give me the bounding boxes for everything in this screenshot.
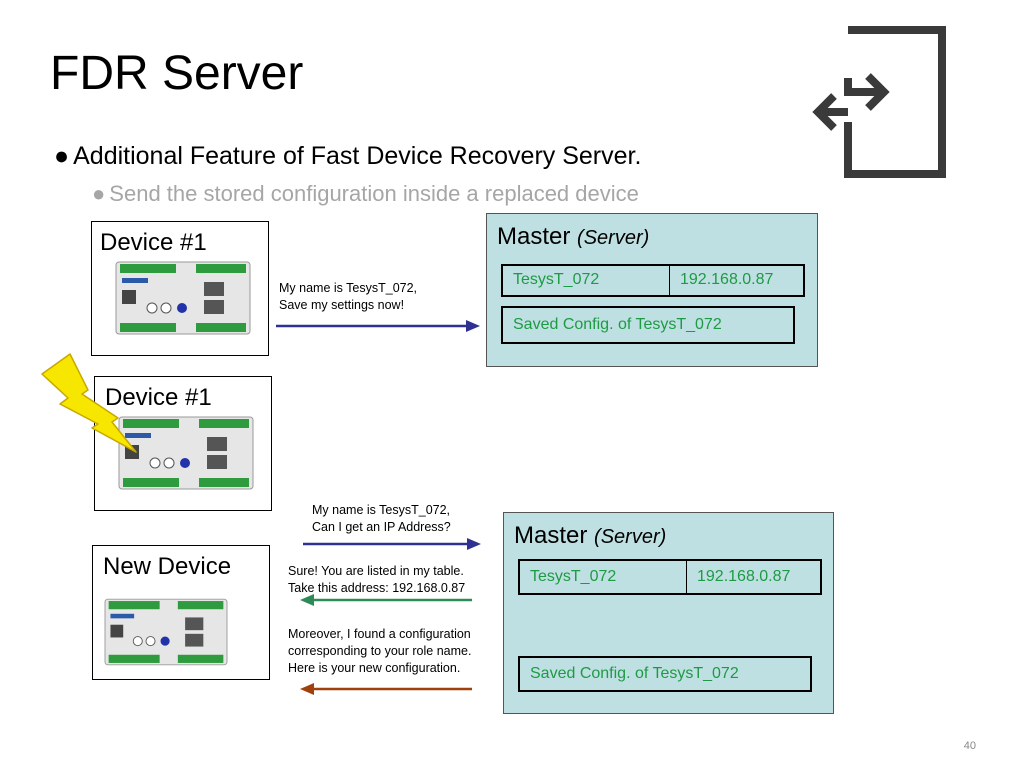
bullet-sub-text: Send the stored configuration inside a r… xyxy=(109,181,639,206)
message-line: Take this address: 192.168.0.87 xyxy=(288,581,466,595)
device-label: Device #1 xyxy=(105,384,212,411)
master-server-top: Master (Server) TesysT_072 192.168.0.87 … xyxy=(486,213,818,367)
saved-config-box: Saved Config. of TesysT_072 xyxy=(501,306,795,344)
saved-config-box: Saved Config. of TesysT_072 xyxy=(518,656,812,692)
device-module-image xyxy=(104,598,228,666)
bullet-dot-icon: ● xyxy=(54,142,70,170)
bullet-main-text: Additional Feature of Fast Device Recove… xyxy=(73,142,642,170)
message-config-reply: Moreover, I found a configuration corres… xyxy=(288,626,471,677)
arrow-right-icon xyxy=(276,320,480,332)
master-title-text: Master xyxy=(514,522,588,549)
message-line: My name is TesysT_072, xyxy=(279,281,418,295)
message-line: corresponding to your role name. xyxy=(288,644,472,658)
message-line: Moreover, I found a configuration xyxy=(288,627,471,641)
table-cell-name: TesysT_072 xyxy=(530,568,617,585)
master-subtitle: (Server) xyxy=(594,526,667,548)
device-card-top: Device #1 xyxy=(91,221,269,356)
message-line: Here is your new configuration. xyxy=(288,661,461,675)
device-module-image xyxy=(115,261,251,335)
message-line: Can I get an IP Address? xyxy=(312,520,451,534)
bullet-sub: ●Send the stored configuration inside a … xyxy=(92,180,639,208)
device-card-new: New Device xyxy=(92,545,270,680)
slide-title: FDR Server xyxy=(50,47,304,100)
bullet-main: ●Additional Feature of Fast Device Recov… xyxy=(54,140,641,172)
master-server-bottom: Master (Server) TesysT_072 192.168.0.87 … xyxy=(503,512,834,714)
table-cell-ip: 192.168.0.87 xyxy=(686,561,820,593)
arrow-left-icon xyxy=(300,683,472,695)
arrow-left-icon xyxy=(300,594,472,606)
master-title: Master (Server) xyxy=(514,521,666,552)
saved-config-text: Saved Config. of TesysT_072 xyxy=(513,316,722,333)
master-subtitle: (Server) xyxy=(577,227,650,249)
device-module-image xyxy=(118,416,254,490)
saved-config-text: Saved Config. of TesysT_072 xyxy=(530,665,739,682)
bullet-dot-icon: ● xyxy=(92,181,106,206)
device-label: Device #1 xyxy=(100,229,207,256)
master-title-text: Master xyxy=(497,223,571,250)
message-ip-reply: Sure! You are listed in my table. Take t… xyxy=(288,563,465,597)
device-card-failed: Device #1 xyxy=(94,376,272,511)
page-number: 40 xyxy=(963,740,976,752)
message-ip-request: My name is TesysT_072, Can I get an IP A… xyxy=(312,502,451,536)
message-line: Sure! You are listed in my table. xyxy=(288,564,464,578)
message-line: My name is TesysT_072, xyxy=(312,503,451,517)
table-cell-ip: 192.168.0.87 xyxy=(669,266,803,295)
arrow-right-icon xyxy=(303,538,481,550)
table-cell-name: TesysT_072 xyxy=(513,271,600,288)
lightning-bolt-icon xyxy=(41,353,137,453)
device-label: New Device xyxy=(103,553,232,580)
exit-door-icon xyxy=(812,26,946,178)
message-save-request: My name is TesysT_072, Save my settings … xyxy=(279,280,417,314)
device-table-row: TesysT_072 192.168.0.87 xyxy=(518,559,822,595)
message-line: Save my settings now! xyxy=(279,298,405,312)
master-title: Master (Server) xyxy=(497,222,649,253)
device-table-row: TesysT_072 192.168.0.87 xyxy=(501,264,805,297)
